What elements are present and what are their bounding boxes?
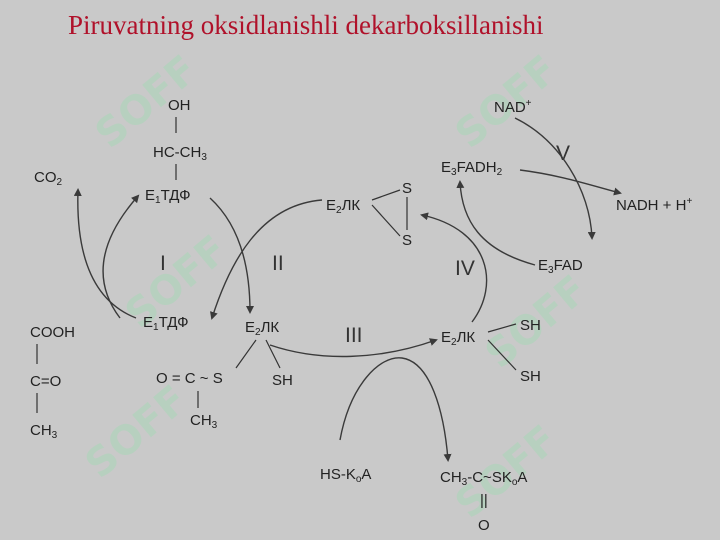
arrow-fad-to-fadh2 — [456, 180, 536, 266]
arrow-nad-to-fad — [514, 117, 596, 240]
arrow-acetyl-to-reduced — [269, 338, 438, 358]
e3fad-label: E3FAD — [538, 257, 583, 276]
bond-line — [265, 339, 281, 369]
arrow-e1-to-e2 — [209, 197, 254, 314]
sh2-label: SH — [520, 368, 541, 385]
acetyl-coa-oxygen: O — [478, 517, 490, 534]
arrow-to-co2 — [73, 188, 137, 319]
stage-i-label: I — [160, 252, 166, 275]
sh1-label: SH — [520, 317, 541, 334]
acetyl-coa-double-bond: || — [480, 492, 488, 509]
stage-v-label: V — [556, 142, 570, 165]
sh-acetyl-label: SH — [272, 372, 293, 389]
bond-line — [371, 189, 401, 201]
bond-line — [371, 204, 401, 237]
s2-label: S — [402, 232, 412, 249]
hc-ch3-label: HC-CH3 — [153, 144, 207, 163]
co2-label: CO2 — [34, 169, 63, 188]
bond-line — [235, 339, 257, 369]
oh-label: OH — [168, 97, 191, 114]
s1-label: S — [402, 180, 412, 197]
e3fadh2-label: E3FADH2 — [441, 159, 503, 178]
ocs-label: O = C ~ S — [156, 370, 223, 387]
e1tdf-top-label: E1ТДФ — [145, 187, 190, 206]
e2lk-acetyl-label: E2ЛК — [245, 319, 279, 338]
arrow-coa-to-acetylcoa — [339, 357, 452, 462]
arrow-fadh2-to-nadh — [519, 169, 622, 196]
stage-iii-label: III — [345, 324, 363, 347]
arrow-reduced-to-cyclic — [420, 212, 488, 323]
stage-iv-label: IV — [455, 257, 475, 280]
stage-ii-label: II — [272, 252, 284, 275]
pyruvate-co-label: C=O — [30, 373, 61, 390]
hskoa-label: HS-KoA — [320, 466, 371, 485]
nadh-label: NADH + H+ — [616, 196, 692, 214]
page-title: Piruvatning oksidlanishli dekarboksillan… — [68, 10, 543, 40]
e2lk-reduced-label: E2ЛК — [441, 329, 475, 348]
pyruvate-cooh-label: COOH — [30, 324, 75, 341]
watermark: SOFF — [77, 377, 197, 488]
e2lk-cyclic-label: E2ЛК — [326, 197, 360, 216]
acetyl-coa-label: CH3-C~SKoA — [440, 469, 527, 488]
nad-label: NAD+ — [494, 98, 532, 116]
bond-line — [487, 339, 517, 371]
arrow-e2cyclic-to-e1 — [210, 199, 323, 320]
bond-line — [487, 323, 517, 333]
e1tdf-bottom-label: E1ТДФ — [143, 314, 188, 333]
ch3-acetyl-label: CH3 — [190, 412, 218, 431]
arrow-pyruvate-to-e1 — [102, 194, 140, 319]
pyruvate-ch3-label: CH3 — [30, 422, 58, 441]
